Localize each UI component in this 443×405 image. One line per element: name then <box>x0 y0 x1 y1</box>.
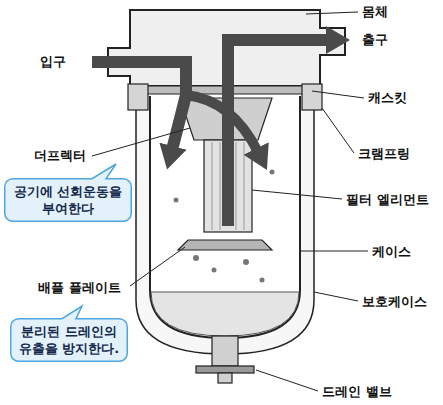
drain-water <box>151 292 299 336</box>
droplet <box>243 259 249 265</box>
drain-valve-knob <box>196 366 254 373</box>
part-label: 출구 <box>362 32 388 48</box>
drain-valve-stem <box>218 373 232 383</box>
leader-line <box>256 370 318 391</box>
flow-arrow <box>228 40 330 226</box>
callout-text: 분리된 드레인의 유출을 방지한다. <box>15 323 123 357</box>
callout-outline <box>11 306 128 361</box>
clamp-ring <box>302 84 322 110</box>
clamp-ring <box>128 84 148 110</box>
part-label: 캐스킷 <box>368 90 407 106</box>
leader-line <box>92 128 190 156</box>
leader-line <box>300 251 368 252</box>
part-label: 입구 <box>40 54 66 70</box>
drain-valve <box>212 336 238 366</box>
part-label: 더프렉터 <box>34 148 86 164</box>
leader-line <box>314 292 358 301</box>
flow-arrow <box>92 62 186 150</box>
part-label: 케이스 <box>372 244 411 260</box>
part-label: 크램프링 <box>358 146 410 162</box>
leader-line <box>130 247 185 286</box>
part-label: 필터 엘리먼트 <box>346 192 429 208</box>
droplet <box>260 278 265 283</box>
droplet <box>193 255 199 261</box>
callout-text: 공기에 선회운동을 부여한다 <box>9 183 127 217</box>
part-label: 보호케이스 <box>362 294 427 310</box>
droplet <box>174 198 179 203</box>
part-label: 드레인 밸브 <box>322 384 392 400</box>
droplet <box>270 170 275 175</box>
leader-line <box>312 91 364 98</box>
callout-outline <box>5 164 132 221</box>
part-label: 배플 플레이트 <box>38 280 121 296</box>
baffle-plate <box>178 240 272 250</box>
leader-line <box>252 190 342 199</box>
callout-box: 공기에 선회운동을 부여한다 <box>4 178 132 222</box>
callout-box: 분리된 드레인의 유출을 방지한다. <box>10 318 128 362</box>
part-label: 몸체 <box>362 4 388 20</box>
leader-line <box>322 108 354 153</box>
droplet <box>212 268 217 273</box>
leader-line <box>306 12 358 14</box>
